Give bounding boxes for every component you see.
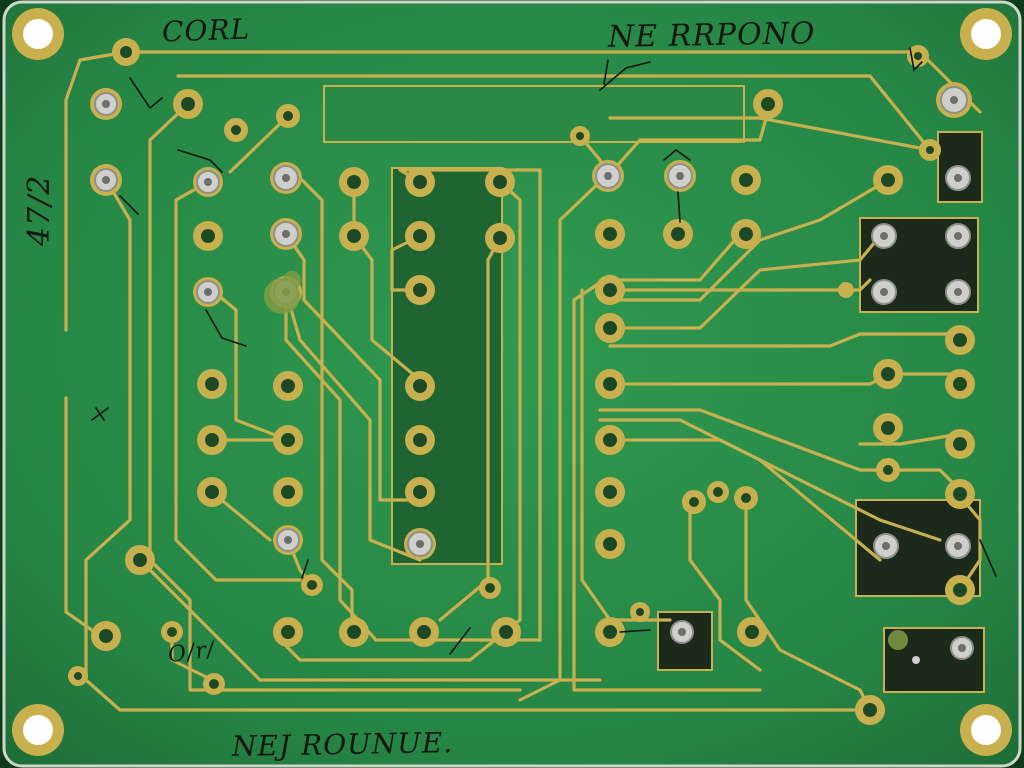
annotation-left-vertical: 47/2 <box>22 174 57 246</box>
annotation-top-left: CORL <box>161 12 251 49</box>
annotation-top-right: NE RRPONO <box>607 16 816 55</box>
ink-marks <box>91 47 997 655</box>
flux-residue <box>264 271 908 650</box>
annotation-bottom: NEJ ROUNUE. <box>231 726 454 763</box>
mounting-holes <box>12 8 1012 756</box>
solder-joints <box>94 86 974 664</box>
